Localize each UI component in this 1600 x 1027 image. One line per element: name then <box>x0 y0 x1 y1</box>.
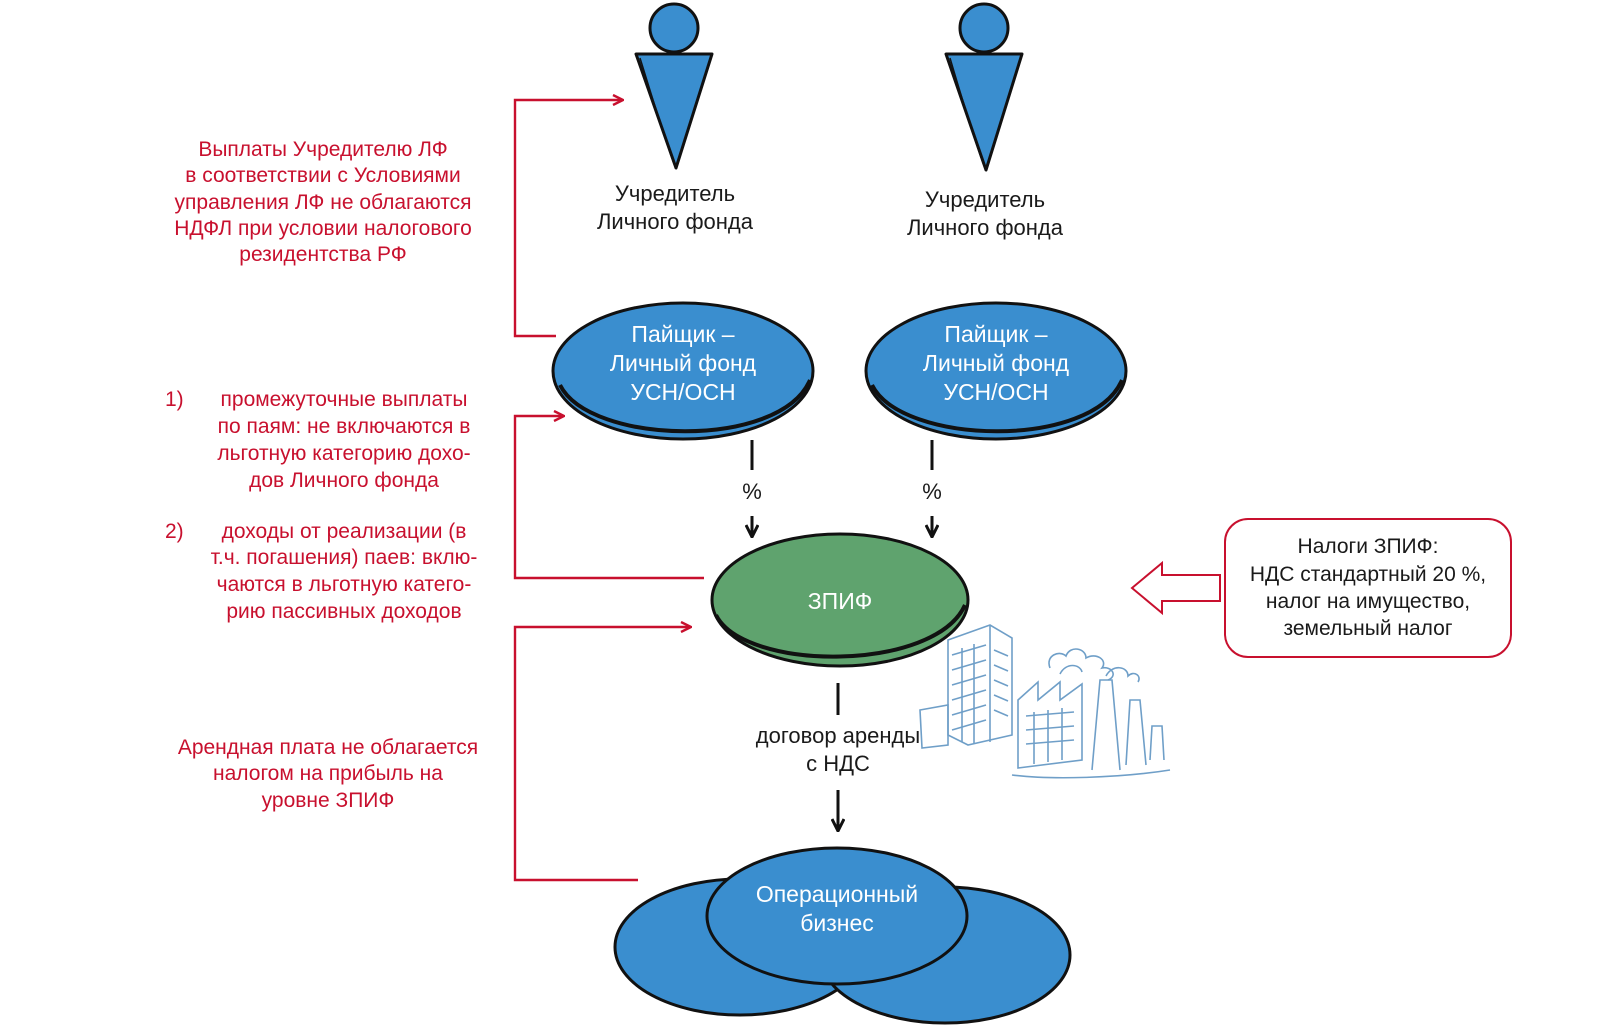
shareholder-node-left <box>551 301 815 441</box>
percent-label-right: % <box>922 479 942 504</box>
hollow-arrow-left-icon <box>1130 560 1221 616</box>
fund-taxes-box: Налоги ЗПИФ: НДС стандартный 20 %, налог… <box>1224 518 1512 658</box>
income-note: 1) промежуточные выплаты по паям: не вкл… <box>165 387 489 626</box>
business-cluster <box>613 846 1072 1025</box>
founder-label-left: Учредитель Личного фонда <box>596 181 754 234</box>
bracket-rent <box>513 627 690 882</box>
shareholder-node-right <box>864 301 1128 441</box>
business-label: Операционный бизнес <box>755 881 919 936</box>
bracket-income <box>513 416 704 580</box>
person-icon <box>944 2 1024 172</box>
fund-label: ЗПИФ <box>807 588 873 614</box>
shareholder-label-left: Пайщик – Личный фонд УСН/ОСН <box>609 321 757 405</box>
office-building-icon <box>919 624 1013 749</box>
payments-note: Выплаты Учредителю ЛФ в соответствии с У… <box>174 138 472 266</box>
lease-label: договор аренды с НДС <box>755 723 921 776</box>
bracket-payments <box>513 100 622 338</box>
fund-node <box>710 532 970 668</box>
income-item-2: 2) доходы от реализации (в т.ч. погашени… <box>165 519 478 624</box>
income-item-1: 1) промежуточные выплаты по паям: не вкл… <box>165 388 471 492</box>
percent-label-left: % <box>742 479 762 504</box>
founder-label-right: Учредитель Личного фонда <box>906 187 1064 240</box>
factory-icon <box>1011 648 1171 779</box>
shareholder-label-right: Пайщик – Личный фонд УСН/ОСН <box>922 321 1070 405</box>
person-icon <box>634 2 714 170</box>
rent-note: Арендная плата не облагается налогом на … <box>177 736 479 812</box>
